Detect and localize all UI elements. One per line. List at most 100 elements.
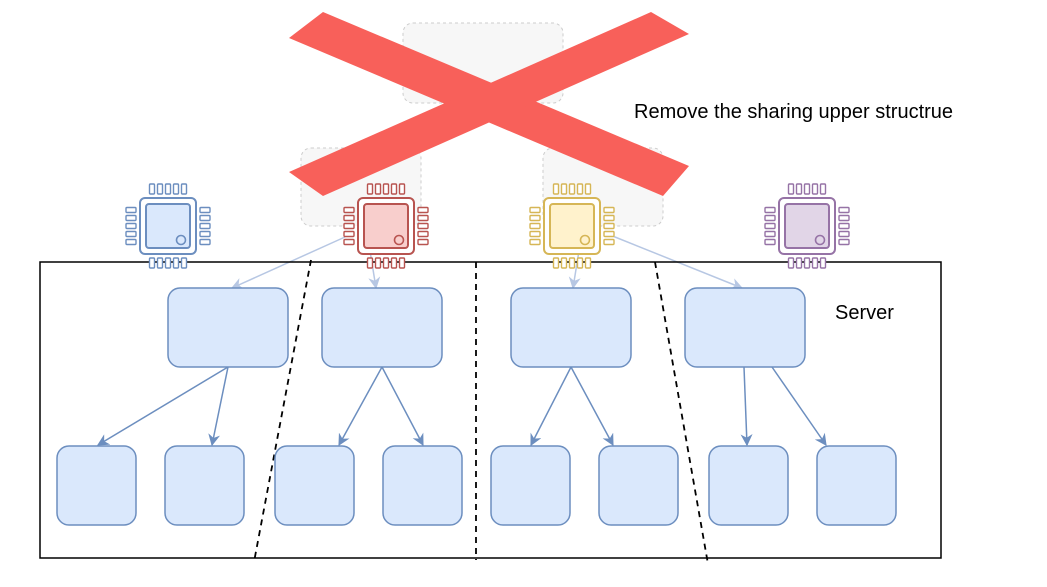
cpu-pin xyxy=(390,257,398,269)
tree-node-leaf xyxy=(274,445,355,526)
processor-icons xyxy=(125,183,850,269)
cpu-pin xyxy=(417,238,429,246)
partition-dividers xyxy=(253,259,709,565)
cpu-pin xyxy=(125,230,137,238)
cpu-pin xyxy=(584,183,592,195)
cpu-pin xyxy=(417,206,429,214)
cpu-pin xyxy=(366,183,374,195)
cpu-pin xyxy=(343,206,355,214)
cpu-pin xyxy=(764,214,776,222)
tree-node-leaf xyxy=(598,445,679,526)
tree-node-leaf xyxy=(708,445,789,526)
cpu-pin xyxy=(787,257,795,269)
cpu-pin xyxy=(172,257,180,269)
cpu-pin xyxy=(560,183,568,195)
cpu-pin xyxy=(764,222,776,230)
cross-stroke-2 xyxy=(289,12,689,196)
cpu-pin xyxy=(417,214,429,222)
cpu-pin xyxy=(552,257,560,269)
cpu-pin xyxy=(603,206,615,214)
cpu-pin xyxy=(764,206,776,214)
cpu-pin xyxy=(576,183,584,195)
cpu-pin xyxy=(398,257,406,269)
cpu-pin xyxy=(529,238,541,246)
cpu-pin xyxy=(382,183,390,195)
cpu-pin xyxy=(343,222,355,230)
cpu-pin xyxy=(164,183,172,195)
cpu-icon xyxy=(343,183,429,269)
cpu-pin xyxy=(417,222,429,230)
cpu-pin xyxy=(148,257,156,269)
tree-edge xyxy=(208,366,229,447)
cpu-pin xyxy=(343,230,355,238)
cpu-pin xyxy=(529,206,541,214)
cpu-pin xyxy=(199,206,211,214)
cpu-pin xyxy=(568,257,576,269)
cpu-pin xyxy=(838,206,850,214)
cpu-pin xyxy=(417,230,429,238)
cpu-pin xyxy=(811,183,819,195)
cpu-pin xyxy=(199,214,211,222)
cpu-pin xyxy=(838,214,850,222)
cpu-pin xyxy=(125,222,137,230)
cpu-pin xyxy=(390,183,398,195)
cpu-pin xyxy=(382,257,390,269)
cpu-dot xyxy=(175,234,187,246)
cpu-pin xyxy=(603,214,615,222)
cpu-pin xyxy=(795,257,803,269)
cpu-pin xyxy=(164,257,172,269)
server-box xyxy=(39,261,942,559)
cpu-pin xyxy=(603,230,615,238)
cpu-pin xyxy=(838,222,850,230)
faint-connectors xyxy=(230,225,744,290)
cpu-pin xyxy=(172,183,180,195)
cpu-pin xyxy=(838,238,850,246)
tree-node-leaf xyxy=(164,445,245,526)
cpu-pin xyxy=(560,257,568,269)
cpu-pin xyxy=(529,214,541,222)
cpu-dot xyxy=(393,234,405,246)
cpu-pin xyxy=(343,214,355,222)
tree-edge xyxy=(338,366,383,447)
cpu-icon xyxy=(125,183,211,269)
tree-edge xyxy=(771,366,827,446)
cpu-pin xyxy=(568,183,576,195)
cpu-pin xyxy=(819,257,827,269)
partition-divider-3 xyxy=(654,261,709,565)
cpu-pin xyxy=(374,183,382,195)
cpu-pin xyxy=(838,230,850,238)
cpu-pin xyxy=(803,257,811,269)
cpu-pin xyxy=(398,183,406,195)
tree-node-l1-2 xyxy=(321,287,443,368)
tree-edges xyxy=(96,366,827,447)
cpu-pin xyxy=(787,183,795,195)
cpu-pin xyxy=(795,183,803,195)
cpu-pin xyxy=(584,257,592,269)
cpu-pin xyxy=(529,222,541,230)
cpu-pin xyxy=(374,257,382,269)
cpu-pin xyxy=(199,238,211,246)
tree-node-leaf xyxy=(382,445,463,526)
cpu-pin xyxy=(156,257,164,269)
cpu-pin xyxy=(148,183,156,195)
cpu-dot xyxy=(814,234,826,246)
annotation-remove-upper-structure: Remove the sharing upper structrue xyxy=(634,101,953,123)
cpu-pin xyxy=(156,183,164,195)
tree-node-leaf xyxy=(56,445,137,526)
tree-node-l1-1 xyxy=(167,287,289,368)
cpu-pin xyxy=(603,238,615,246)
cpu-pin xyxy=(199,222,211,230)
cpu-pin xyxy=(576,257,584,269)
tree-edge xyxy=(570,366,614,447)
partition-divider-1 xyxy=(253,259,312,563)
cpu-pin xyxy=(529,230,541,238)
cpu-pin xyxy=(803,183,811,195)
cpu-pin xyxy=(603,222,615,230)
tree-node-leaf xyxy=(490,445,571,526)
cpu-pin xyxy=(764,230,776,238)
cpu-pin xyxy=(811,257,819,269)
cpu-pin xyxy=(180,183,188,195)
cpu-pin xyxy=(180,257,188,269)
cpu-dot xyxy=(579,234,591,246)
